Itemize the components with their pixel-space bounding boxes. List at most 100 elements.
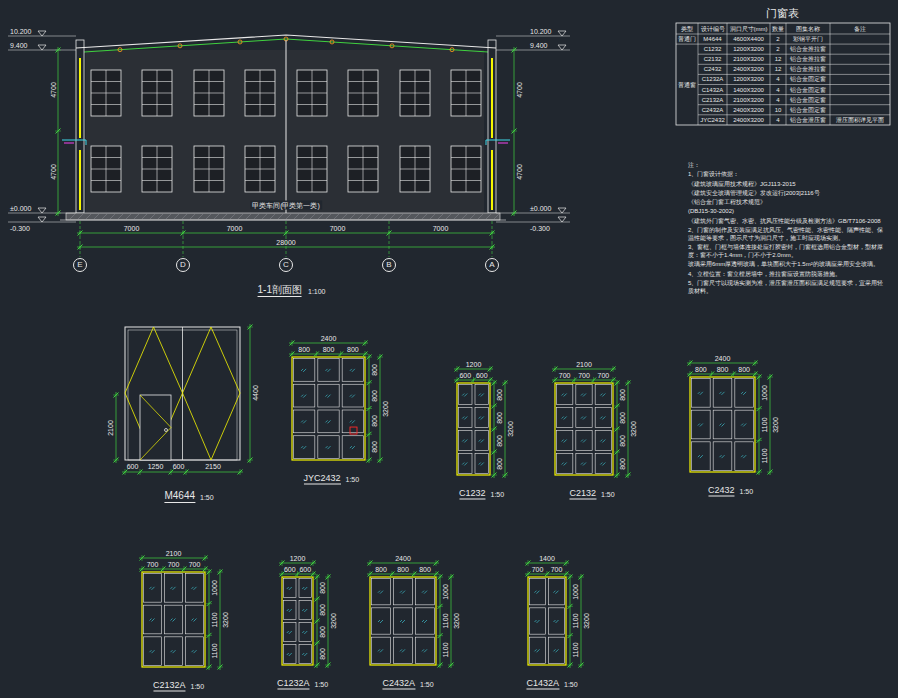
dimension-tick (438, 575, 443, 580)
dimension: 7000 (330, 225, 346, 232)
glass-mark (400, 620, 402, 622)
glass-pane (735, 410, 754, 439)
window-frame (528, 577, 566, 665)
dimension-tick (526, 572, 531, 577)
scale: 1:50 (740, 488, 754, 495)
glass-mark (173, 650, 176, 653)
glass-pane (713, 410, 732, 439)
slab-hatch (78, 214, 83, 219)
glass-pane (576, 454, 592, 474)
dimension-tick (378, 355, 383, 360)
slab-hatch (230, 214, 235, 219)
slab-hatch (294, 214, 299, 219)
table-cell: 2100X3200 (733, 97, 764, 103)
dimension: 700 (147, 561, 159, 568)
slab-hatch (462, 214, 467, 219)
flashing (64, 142, 74, 143)
glass-mark (326, 369, 328, 371)
glass-mark (583, 394, 586, 397)
dimension-line (628, 380, 629, 478)
extension-line (370, 560, 371, 566)
dimension: 600 (476, 372, 488, 379)
door-handle (165, 429, 168, 432)
table-cell: 铝合金固定窗 (790, 107, 826, 113)
glass-mark (462, 417, 464, 419)
dimension-tick (311, 561, 316, 566)
dimension-tick (315, 663, 320, 668)
glass-pane (299, 623, 312, 642)
extension-line (206, 572, 212, 573)
extension-line (437, 635, 443, 636)
glass-mark (152, 650, 155, 653)
slab-hatch (302, 214, 307, 219)
glass-pane (318, 436, 339, 459)
extension-line (140, 469, 141, 475)
dimension: 4700 (50, 164, 57, 180)
glass-mark (171, 587, 173, 589)
dimension-tick (626, 381, 631, 386)
dimension-tick (568, 633, 573, 638)
window-transom (194, 157, 224, 158)
floor-slab (66, 213, 500, 220)
slab-hatch (478, 214, 483, 219)
level-value: 9.400 (10, 42, 28, 49)
slab-hatch (190, 214, 195, 219)
opening-indicator (125, 327, 183, 460)
opening-indicator (183, 327, 241, 460)
gutter (486, 140, 510, 145)
extension-line (292, 340, 293, 346)
extension-line (292, 351, 293, 357)
scale: 1:50 (191, 683, 205, 690)
table-cell: 1200X3200 (733, 76, 764, 82)
window-transom (142, 93, 172, 94)
glass-pane (294, 384, 315, 407)
dimension: 800 (397, 566, 409, 573)
dimension: 800 (319, 604, 326, 616)
extension-line (437, 606, 443, 607)
steel-column (286, 40, 287, 213)
table-cell: C1232 (704, 46, 722, 52)
glass-pane (557, 454, 573, 474)
extension-line (316, 351, 317, 357)
slab-hatch (174, 214, 179, 219)
glass-mark (378, 591, 380, 593)
ridge-node (178, 44, 182, 48)
glass-pane (144, 605, 162, 634)
extension-line (511, 131, 517, 132)
glass-mark (581, 417, 583, 419)
note-text: 《建筑安全玻璃管理规定》发改运行[2003]2116号 (688, 190, 888, 198)
dimension-tick (78, 231, 83, 236)
dimension-tick (114, 458, 119, 463)
glass-pane (342, 436, 363, 459)
view-title: 1-1剖面图 (258, 285, 302, 297)
glass-pane (549, 579, 565, 605)
table-header: 数量 (772, 26, 784, 32)
slab-hatch (286, 214, 291, 219)
dimension-line (250, 324, 251, 463)
glass-mark (289, 587, 292, 590)
scale: 1:50 (420, 681, 434, 688)
glass-mark (600, 394, 602, 396)
dimension-tick (290, 341, 295, 346)
dimension: 1100 (442, 613, 449, 628)
extension-line (286, 230, 287, 236)
extension-line (502, 383, 508, 384)
dimension-tick (140, 567, 145, 572)
axis-letter: D (180, 261, 186, 269)
slab-hatch (158, 214, 163, 219)
extension-line (567, 665, 573, 666)
glass-mark (400, 591, 402, 593)
dimension-line (328, 574, 329, 668)
ridge-node (390, 44, 394, 48)
window-transom (348, 157, 378, 158)
glass-mark (304, 609, 307, 612)
window-transom (194, 104, 224, 105)
dimension-line (451, 574, 452, 668)
extension-line (437, 665, 443, 666)
window-transom (400, 93, 430, 94)
dimension: 4700 (50, 82, 57, 98)
glass-mark (481, 417, 484, 420)
slab-hatch (110, 214, 115, 219)
dimension-tick (568, 663, 573, 668)
glass-mark (741, 455, 743, 457)
